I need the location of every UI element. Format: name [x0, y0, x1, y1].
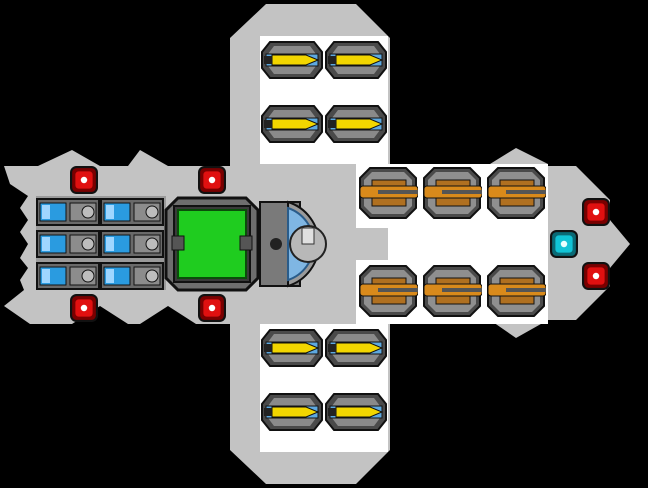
thruster-cell-icon[interactable]	[100, 262, 164, 290]
cannon-turret-icon[interactable]	[486, 166, 546, 220]
hardpoint-red-icon[interactable]	[70, 294, 98, 322]
missile-pod-icon[interactable]	[324, 328, 388, 368]
cannon-turret-icon[interactable]	[422, 166, 482, 220]
reactor-core-icon[interactable]	[164, 196, 260, 292]
cannon-turret-icon[interactable]	[358, 166, 418, 220]
cannon-turret-icon[interactable]	[358, 264, 418, 318]
missile-pod-icon[interactable]	[260, 40, 324, 80]
thruster-cell-icon[interactable]	[36, 262, 100, 290]
hardpoint-red-icon[interactable]	[70, 166, 98, 194]
missile-pod-icon[interactable]	[260, 392, 324, 432]
cockpit-dome-icon[interactable]	[258, 198, 354, 290]
thruster-cell-icon[interactable]	[100, 230, 164, 258]
hardpoint-cyan-icon[interactable]	[550, 230, 578, 258]
missile-pod-icon[interactable]	[324, 392, 388, 432]
cannon-turret-icon[interactable]	[422, 264, 482, 318]
missile-pod-icon[interactable]	[260, 328, 324, 368]
hardpoint-red-icon[interactable]	[582, 198, 610, 226]
thruster-cell-icon[interactable]	[36, 230, 100, 258]
hardpoint-red-icon[interactable]	[198, 166, 226, 194]
missile-pod-icon[interactable]	[324, 40, 388, 80]
missile-pod-icon[interactable]	[260, 104, 324, 144]
missile-pod-icon[interactable]	[324, 104, 388, 144]
hull-panel-gray	[356, 228, 388, 260]
thruster-cell-icon[interactable]	[36, 198, 100, 226]
hardpoint-red-icon[interactable]	[198, 294, 226, 322]
hardpoint-red-icon[interactable]	[582, 262, 610, 290]
cannon-turret-icon[interactable]	[486, 264, 546, 318]
thruster-cell-icon[interactable]	[100, 198, 164, 226]
